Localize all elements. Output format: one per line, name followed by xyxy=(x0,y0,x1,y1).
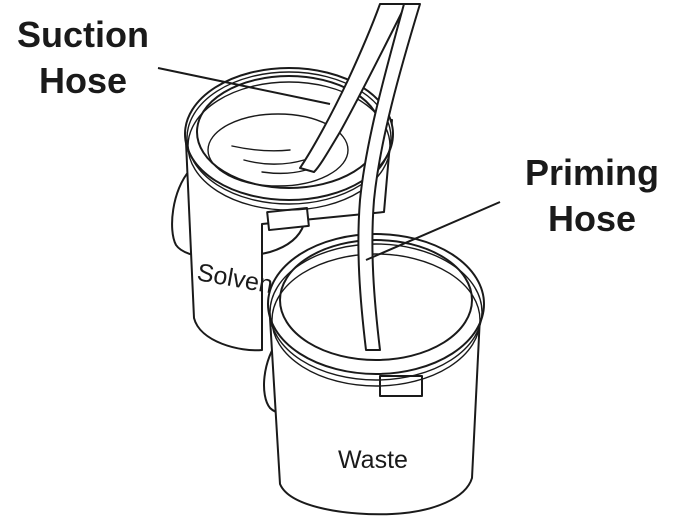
priming-hose-leader xyxy=(365,201,501,261)
suction-hose-label-line1: Suction xyxy=(17,14,149,55)
priming-hose-label: Priming Hose xyxy=(512,150,672,242)
waste-pail: Waste xyxy=(263,233,485,516)
priming-hose-label-line1: Priming xyxy=(524,152,659,193)
priming-hose xyxy=(357,3,421,351)
priming-hose-label-line2: Hose xyxy=(547,198,637,239)
waste-label: Waste xyxy=(338,446,408,474)
suction-hose-leader xyxy=(157,67,331,105)
solvent-pail-bracket xyxy=(266,206,310,232)
solvent-pail-rim-ring xyxy=(186,71,392,205)
suction-hose-label-line2: Hose xyxy=(38,60,128,101)
suction-hose-label: Suction Hose xyxy=(8,12,158,104)
solvent-ripple xyxy=(261,169,307,175)
waste-pail-opening xyxy=(279,239,473,361)
waste-pail-rim-ring xyxy=(269,243,483,381)
solvent-ripple xyxy=(231,145,291,152)
solvent-pail-rim-ring xyxy=(187,81,391,211)
suction-hose xyxy=(299,3,407,173)
solvent-liquid xyxy=(207,113,349,187)
solvent-ripple xyxy=(243,159,305,165)
waste-pail-rim-ring xyxy=(271,253,481,387)
